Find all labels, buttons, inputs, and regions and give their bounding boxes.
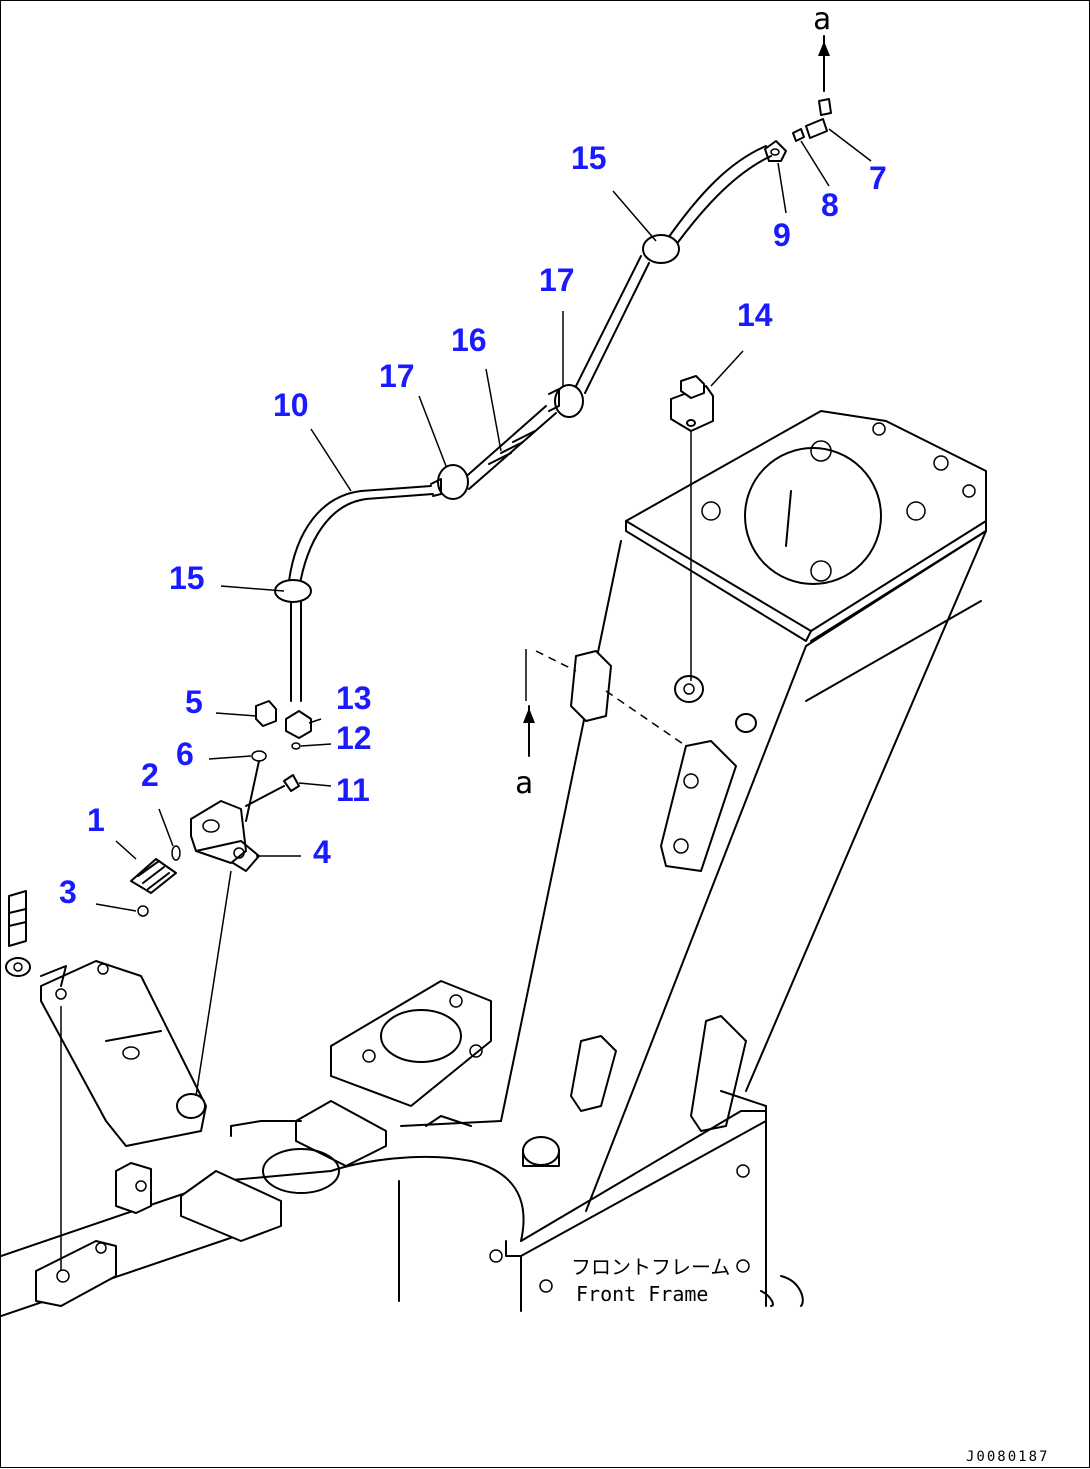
hose-line [274,145,772,702]
view-mark-bottom: a [515,766,533,801]
view-mark-top: a [813,2,831,37]
callout-13: 13 [336,680,372,716]
main-frame [1,980,804,1317]
callout-6: 6 [176,736,194,772]
part-14 [670,375,714,432]
front-frame-tower [500,410,987,1212]
view-marks: a a [515,2,831,801]
callout-17-bottom: 17 [379,358,415,394]
document-id: J0080187 [966,1449,1049,1465]
callout-10: 10 [273,387,309,423]
frame-label-jp: フロントフレーム [571,1255,730,1279]
callout-14: 14 [737,297,773,333]
callout-4: 4 [313,834,331,870]
callout-1: 1 [87,802,105,838]
sensor-assembly [130,98,832,917]
callout-9: 9 [773,217,791,253]
frame-label-en: Front Frame [576,1282,708,1306]
callout-17-top: 17 [539,262,575,298]
callout-numbers: 1 2 3 4 5 6 7 8 9 10 11 12 13 14 15 15 1… [59,140,887,910]
bracket-plate [5,890,207,1147]
callout-7: 7 [869,160,887,196]
callout-11: 11 [336,772,370,808]
callout-8: 8 [821,187,839,223]
callout-15-top: 15 [571,140,607,176]
assembly-lines [60,431,692,1271]
callout-5: 5 [185,684,203,720]
callout-15-bottom: 15 [169,560,205,596]
leader-lines [95,128,872,912]
callout-16: 16 [451,322,487,358]
callout-12: 12 [336,720,372,756]
callout-3: 3 [59,874,77,910]
callout-2: 2 [141,757,159,793]
